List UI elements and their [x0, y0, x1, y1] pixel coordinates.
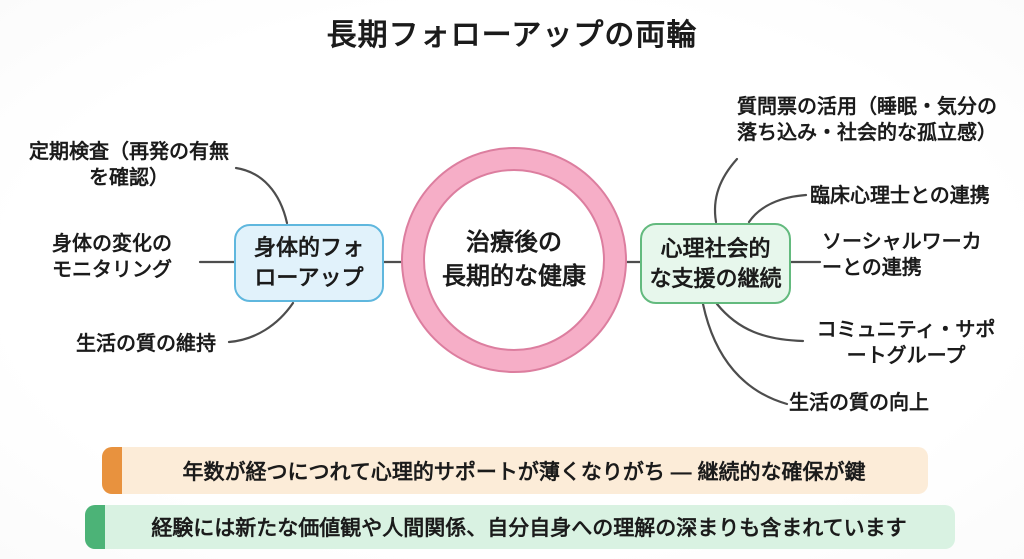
connector-community-to-psychosocial: [715, 302, 805, 343]
callout-accent-bar: [102, 447, 122, 494]
connector-qol-improve-to-psychosocial: [701, 302, 789, 406]
branch-label-periodic-checkup: 定期検査（再発の有無 を確認）: [29, 141, 229, 190]
branch-label-qol-maintenance: 生活の質の維持: [76, 333, 216, 355]
connector-checkup-to-physical: [234, 166, 289, 225]
page-title: 長期フォローアップの両輪: [326, 19, 698, 52]
callout-text: 経験には新たな価値観や人間関係、自分自身への理解の深まりも含まれています: [151, 517, 907, 540]
branch-label-social-worker: ソーシャルワーカ ーとの連携: [822, 231, 982, 280]
node-physical-followup: 身体的フォ ローアップ: [234, 224, 384, 302]
callout-text: 年数が経つにつれて心理的サポートが薄くなりがち — 継続的な確保が鍵: [182, 460, 866, 484]
connector-qol-maintain-to-physical: [227, 301, 295, 344]
central-circle-label: 治療後の 長期的な健康: [442, 229, 586, 290]
node-psychosocial-support: 心理社会的 な支援の継続: [640, 223, 791, 304]
callout-psychological-support: 年数が経つにつれて心理的サポートが薄くなりがち — 継続的な確保が鍵: [102, 447, 928, 494]
connector-psychologist-to-psychosocial: [747, 193, 808, 224]
branch-label-qol-improvement: 生活の質の向上: [789, 392, 929, 414]
branch-label-community-support: コミュニティ・サポ ートグループ: [816, 319, 996, 368]
central-circle: 治療後の 長期的な健康: [401, 147, 627, 373]
branch-label-questionnaire: 質問票の活用（睡眠・気分の 落ち込み・社会的な孤立感）: [737, 96, 997, 145]
callout-accent-bar: [85, 505, 105, 549]
branch-label-body-monitoring: 身体の変化の モニタリング: [52, 233, 172, 282]
central-circle-inner: 治療後の 長期的な健康: [423, 169, 605, 351]
branch-label-clinical-psychologist: 臨床心理士との連携: [810, 185, 990, 207]
callout-experience-growth: 経験には新たな価値観や人間関係、自分自身への理解の深まりも含まれています: [85, 505, 955, 549]
connector-questionnaire-to-psychosocial: [713, 157, 739, 224]
